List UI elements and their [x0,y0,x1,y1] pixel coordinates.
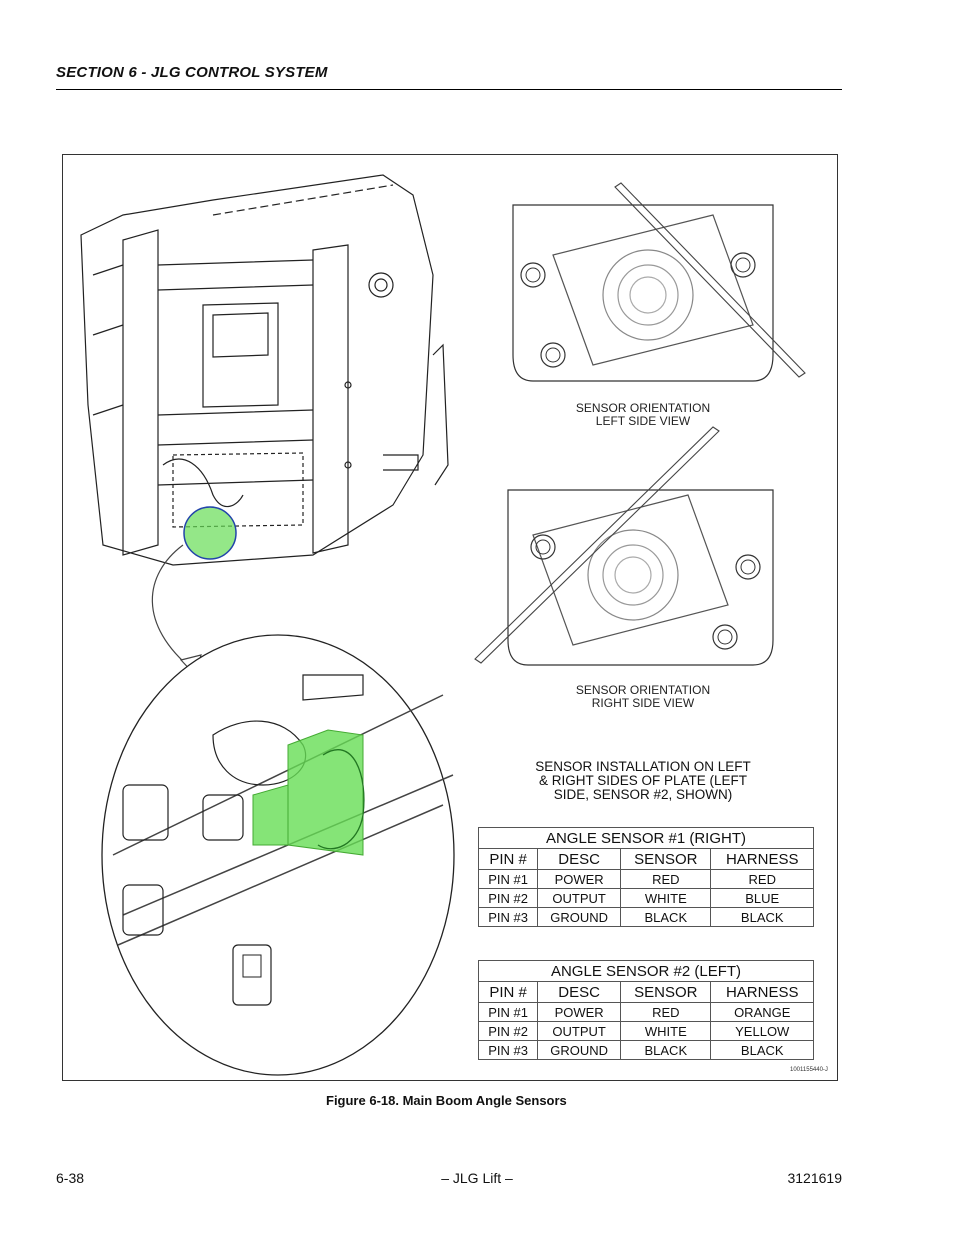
angle-sensor-1-table: ANGLE SENSOR #1 (RIGHT) PIN # DESC SENSO… [477,827,814,927]
right-side-view-drawing [474,426,774,666]
table-cell: GROUND [537,907,622,927]
table-cell: WHITE [620,1021,712,1041]
left-view-label-line2: LEFT SIDE VIEW [595,414,691,428]
table-cell: GROUND [537,1040,622,1060]
callout-arrow [151,544,194,671]
table-title: ANGLE SENSOR #2 (LEFT) [478,960,814,982]
table-cell: PIN #3 [477,1040,539,1060]
table-cell: PIN #1 [477,1002,539,1022]
angle-sensor-2-table: ANGLE SENSOR #2 (LEFT) PIN # DESC SENSOR… [477,960,814,1060]
column-header: PIN # [477,848,539,870]
drawing-id: 1001155440-J [790,1067,828,1073]
table-cell: PIN #1 [477,869,539,889]
table-cell: RED [620,1002,712,1022]
table-row: PIN #1 POWER RED ORANGE [477,1002,814,1022]
table-cell: BLACK [620,1040,712,1060]
left-view-label-line1: SENSOR ORIENTATION [575,401,711,415]
table-cell: BLACK [620,907,712,927]
right-view-label-line1: SENSOR ORIENTATION [575,683,711,697]
sensor-detail-drawing [101,634,455,1076]
table-row: PIN #2 OUTPUT WHITE YELLOW [477,1021,814,1041]
table-cell: POWER [537,1002,622,1022]
table-cell: PIN #3 [477,907,539,927]
table-cell: YELLOW [710,1021,814,1041]
figure-caption: Figure 6-18. Main Boom Angle Sensors [326,1093,567,1108]
table-row: PIN #2 OUTPUT WHITE BLUE [477,888,814,908]
table-cell: OUTPUT [537,888,622,908]
table-cell: BLACK [710,1040,814,1060]
page-number: 6-38 [56,1170,85,1186]
right-side-view-label: SENSOR ORIENTATION RIGHT SIDE VIEW [563,684,723,710]
table-cell: BLUE [710,888,814,908]
installation-note-line3: SIDE, SENSOR #2, SHOWN) [553,787,733,802]
table-cell: RED [620,869,712,889]
section-title: SECTION 6 - JLG CONTROL SYSTEM [56,64,328,81]
left-side-view-drawing [512,182,806,382]
column-header: PIN # [477,981,539,1003]
boom-drawing [80,174,806,1076]
table-title: ANGLE SENSOR #1 (RIGHT) [478,827,814,849]
table-cell: ORANGE [710,1002,814,1022]
right-view-label-line2: RIGHT SIDE VIEW [591,696,695,710]
installation-note: SENSOR INSTALLATION ON LEFT & RIGHT SIDE… [513,760,773,802]
figure-frame: SENSOR ORIENTATION LEFT SIDE VIEW SENSOR… [62,154,838,1081]
installation-note-line1: SENSOR INSTALLATION ON LEFT [535,759,751,774]
document-number: 3121619 [787,1170,842,1186]
sensor-highlight-small [183,506,237,560]
table-row: PIN #3 GROUND BLACK BLACK [477,1040,814,1060]
column-header: SENSOR [620,848,712,870]
column-header: HARNESS [710,848,814,870]
left-side-view-label: SENSOR ORIENTATION LEFT SIDE VIEW [563,402,723,428]
table-cell: PIN #2 [477,1021,539,1041]
table-cell: WHITE [620,888,712,908]
column-header: DESC [537,848,622,870]
column-header: HARNESS [710,981,814,1003]
table-cell: BLACK [710,907,814,927]
table-row: PIN #3 GROUND BLACK BLACK [477,907,814,927]
footer-center-text: – JLG Lift – [441,1170,513,1186]
table-cell: PIN #2 [477,888,539,908]
table-cell: OUTPUT [537,1021,622,1041]
table-cell: POWER [537,869,622,889]
table-cell: RED [710,869,814,889]
boom-assembly-drawing [80,174,449,566]
header-rule [56,89,842,90]
column-header: SENSOR [620,981,712,1003]
column-header: DESC [537,981,622,1003]
installation-note-line2: & RIGHT SIDES OF PLATE (LEFT [538,773,748,788]
table-row: PIN #1 POWER RED RED [477,869,814,889]
